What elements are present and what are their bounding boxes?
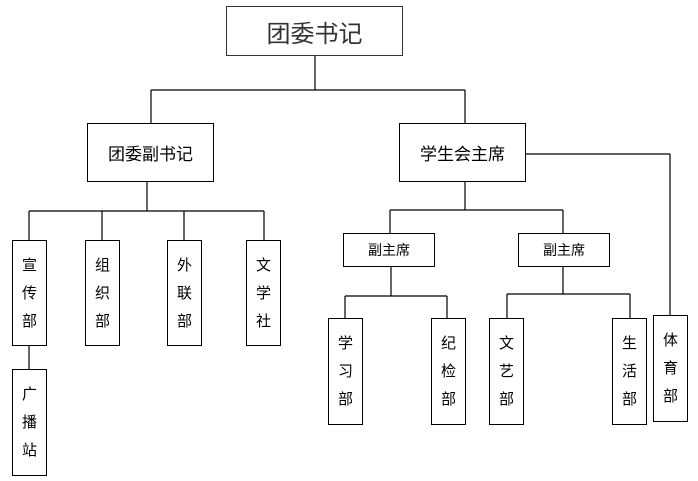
- node-discipline-char: 纪: [440, 333, 456, 352]
- node-life-char: 生: [621, 333, 637, 352]
- node-organization-char: 组: [94, 255, 110, 274]
- node-broadcast-station-char: 播: [21, 412, 37, 431]
- node-study-char: 部: [337, 390, 353, 409]
- node-broadcast-station-char: 站: [21, 441, 37, 460]
- node-literary-society-char: 文: [255, 255, 271, 274]
- node-organization: 组 织 部: [85, 240, 120, 346]
- node-external-liaison: 外 联 部: [167, 240, 202, 346]
- node-life-char: 部: [621, 390, 637, 409]
- node-vice-chair-2: 副主席: [518, 233, 610, 267]
- node-external-liaison-char: 外: [176, 255, 192, 274]
- node-discipline-char: 检: [440, 361, 456, 380]
- node-sports-char: 育: [662, 358, 678, 377]
- node-literary-society-char: 社: [255, 311, 271, 330]
- node-broadcast-station: 广 播 站: [12, 369, 47, 476]
- node-sports-char: 体: [662, 330, 678, 349]
- node-external-liaison-char: 联: [176, 283, 192, 302]
- node-literary-society: 文 学 社: [246, 240, 281, 346]
- node-organization-char: 织: [94, 283, 110, 302]
- node-arts: 文 艺 部: [489, 318, 524, 425]
- node-study-char: 习: [337, 361, 353, 380]
- node-arts-char: 艺: [498, 361, 514, 380]
- node-life: 生 活 部: [612, 318, 647, 425]
- node-secretary: 团委书记: [226, 6, 403, 56]
- node-arts-char: 部: [498, 390, 514, 409]
- node-discipline-char: 部: [440, 390, 456, 409]
- node-vice-chair-1: 副主席: [343, 233, 435, 267]
- node-study: 学 习 部: [328, 318, 363, 425]
- node-discipline: 纪 检 部: [431, 318, 466, 425]
- node-student-union-chair-label: 学生会主席: [420, 145, 505, 165]
- node-literary-society-char: 学: [255, 283, 271, 302]
- node-life-char: 活: [621, 361, 637, 380]
- node-student-union-chair: 学生会主席: [399, 123, 526, 182]
- node-publicity-char: 传: [21, 283, 37, 302]
- node-deputy-secretary-label: 团委副书记: [108, 145, 193, 165]
- node-broadcast-station-char: 广: [21, 384, 37, 403]
- node-vice-chair-2-label: 副主席: [543, 243, 585, 259]
- node-organization-char: 部: [94, 311, 110, 330]
- node-study-char: 学: [337, 333, 353, 352]
- node-secretary-label: 团委书记: [266, 19, 363, 48]
- node-sports: 体 育 部: [653, 315, 688, 422]
- node-publicity-char: 宣: [21, 255, 37, 274]
- node-vice-chair-1-label: 副主席: [368, 243, 410, 259]
- node-publicity-char: 部: [21, 311, 37, 330]
- node-external-liaison-char: 部: [176, 311, 192, 330]
- node-sports-char: 部: [662, 387, 678, 406]
- node-deputy-secretary: 团委副书记: [87, 123, 214, 182]
- node-arts-char: 文: [498, 333, 514, 352]
- node-publicity: 宣 传 部: [12, 240, 47, 346]
